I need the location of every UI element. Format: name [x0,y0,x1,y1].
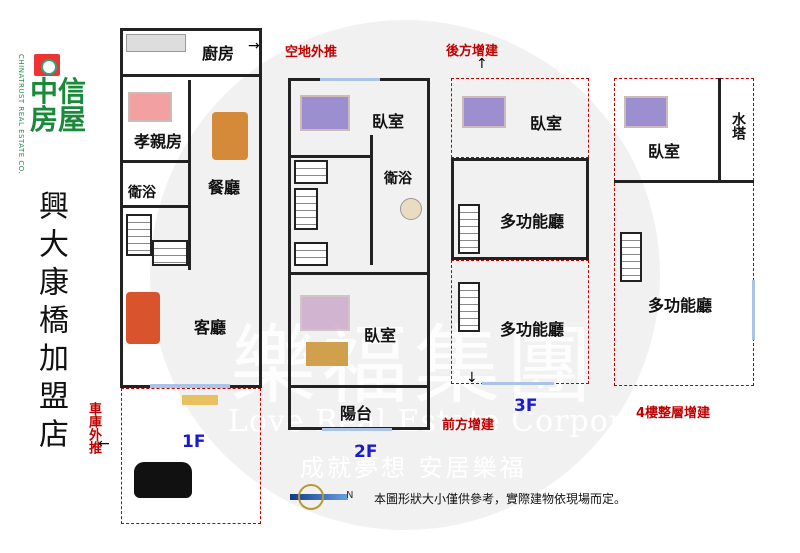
stairs-icon [458,204,480,254]
room-balcony: 陽台 [340,404,373,423]
compass-north-label: N [346,490,354,501]
room-multi: 多功能廳 [648,296,713,315]
arrow-left-icon: ← [98,436,110,452]
room-elder: 孝親房 [134,132,183,151]
logo-icon [34,54,60,76]
wall [718,78,721,180]
wall [290,385,428,388]
floor-3-plan [451,158,589,260]
bed-icon [624,96,668,128]
window [752,280,755,340]
wall [188,80,191,270]
floor-label-3f: 3F [514,396,538,416]
room-bedroom-1: 臥室 [372,112,405,131]
floor-label-1f: 1F [182,432,206,452]
room-bedroom: 臥室 [530,114,563,133]
room-kitchen: 廚房 [202,44,235,63]
window [322,428,392,431]
logo-name: 中信房屋 [30,75,87,136]
stairs-icon [126,214,152,256]
garage-extension-area [121,388,261,524]
car-icon [134,462,192,498]
desk-icon [306,342,348,366]
stairs-icon [294,242,328,266]
wall [370,135,373,265]
watermark-circle [150,20,660,530]
store-name: 興大康橋加盟店 [33,190,68,456]
room-water-tower: 水塔 [730,112,746,140]
room-bedroom: 臥室 [648,142,681,161]
floor-label-2f: 2F [354,442,378,462]
room-multi-2: 多功能廳 [500,320,565,339]
sofa-icon [126,292,160,344]
note-rear-extension: 後方增建 [446,44,499,59]
wall [290,272,428,275]
compass-icon [298,484,324,510]
toilet-icon [400,198,422,220]
wall [290,155,370,158]
watermark-english: Love Real Estate Corporation [228,404,707,439]
bed-icon [462,96,506,128]
arrow-up-icon: ↑ [476,56,488,72]
window [150,384,230,388]
wall [614,180,754,183]
room-bath: 衛浴 [128,185,156,201]
stairs-icon [152,240,188,266]
room-multi-1: 多功能廳 [500,212,565,231]
room-bedroom-2: 臥室 [364,326,397,345]
note-whole-floor-extension: 4樓整層增建 [636,406,711,421]
shoes-icon [182,395,218,405]
dining-table-icon [212,112,248,160]
note-front-extension: 前方增建 [442,418,495,433]
bed-icon [128,92,172,122]
room-bath: 衛浴 [384,171,412,187]
window [482,382,554,385]
room-dining: 餐廳 [208,178,241,197]
wall [122,160,190,163]
rear-extension-area [451,78,589,158]
disclaimer: 本圖形狀大小僅供參考，實際建物依現場而定。 [374,492,627,506]
stairs-icon [294,160,328,184]
window [320,78,380,81]
kitchen-counter-icon [126,34,186,52]
bed-icon [300,295,350,331]
bed-icon [300,95,350,131]
watermark-slogan: 成就夢想 安居樂福 [300,454,527,482]
wall [122,205,190,208]
stairs-icon [294,188,318,230]
wall [122,74,260,77]
room-living: 客廳 [194,318,227,337]
note-yard-extension: 空地外推 [285,45,338,60]
logo-english: CHINATRUST REAL ESTATE CO. [17,54,25,175]
stairs-icon [458,282,480,332]
note-garage-extension: 車庫外推 [86,402,101,454]
arrow-down-icon: ↓ [466,370,478,386]
arrow-right-icon: → [248,38,260,54]
floor-4-plan [614,78,754,386]
stairs-icon [620,232,642,282]
